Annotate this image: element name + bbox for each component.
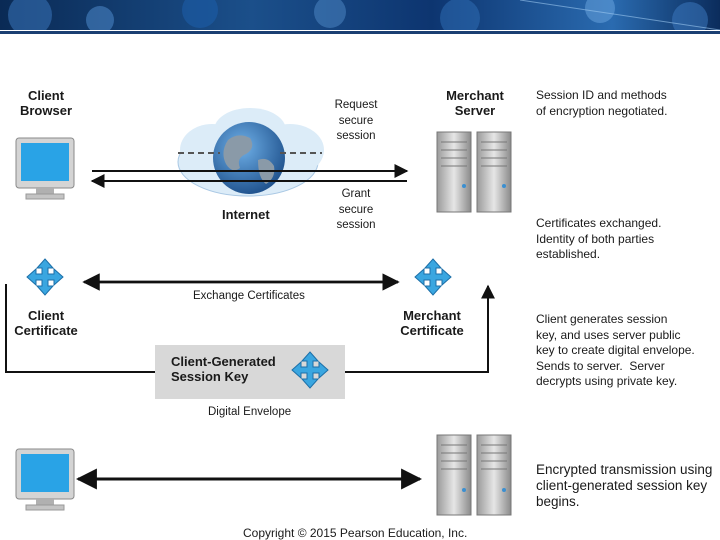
grant-secure-session-label: Grant secure session	[336, 188, 376, 231]
session-key-icon	[291, 351, 329, 389]
merchant-certificate-label: Merchant Certificate	[400, 308, 464, 338]
merchant-server-icon	[436, 131, 512, 213]
client-certificate-label: Client Certificate	[14, 308, 78, 338]
note-step2: Certificates exchanged. Identity of both…	[536, 216, 662, 261]
banner-rule	[0, 31, 720, 34]
client-browser-monitor-icon	[15, 137, 75, 200]
digital-envelope-label: Digital Envelope	[208, 406, 292, 418]
banner-decoration	[8, 0, 720, 30]
merchant-server-label: Merchant Server	[446, 88, 504, 118]
internet-cloud-icon	[177, 108, 324, 197]
exchange-certificates-label: Exchange Certificates	[193, 290, 305, 302]
client-certificate-icon	[26, 258, 64, 296]
header-banner	[0, 0, 720, 30]
merchant-certificate-icon	[414, 258, 452, 296]
note-step3: Client generates session key, and uses s…	[536, 312, 695, 388]
merchant-server-bottom-icon	[436, 434, 512, 516]
note-step4: Encrypted transmission using client-gene…	[536, 462, 713, 509]
client-browser-label: Client Browser	[19, 88, 73, 118]
client-monitor-bottom-icon	[15, 448, 75, 511]
note-step1: Session ID and methods of encryption neg…	[536, 88, 668, 118]
copyright-text: Copyright © 2015 Pearson Education, Inc.	[243, 526, 468, 540]
request-secure-session-label: Request secure session	[334, 99, 378, 142]
session-key-label: Client-Generated Session Key	[171, 354, 276, 384]
internet-label: Internet	[222, 207, 270, 222]
